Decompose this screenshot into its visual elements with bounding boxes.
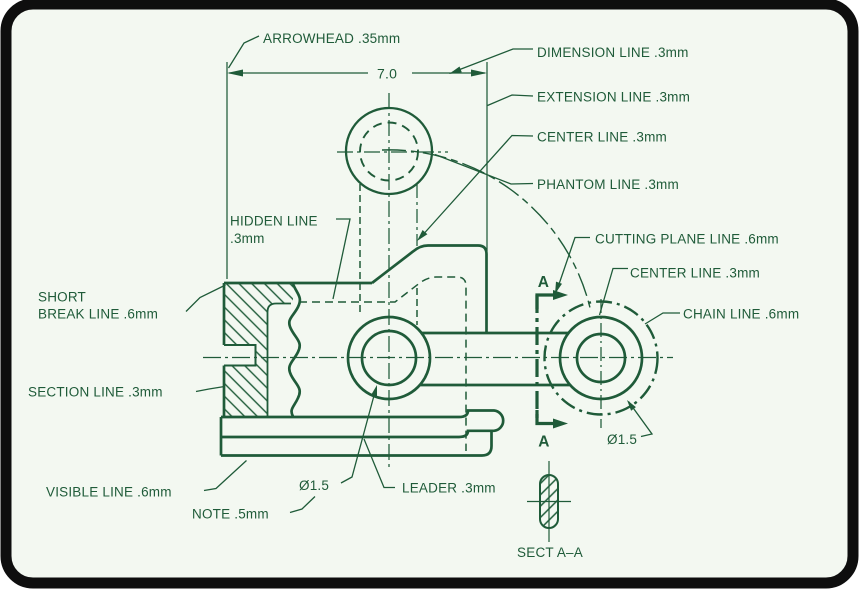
body-diagonal-and-raised-boss <box>371 244 488 333</box>
leader-leader-label <box>363 438 395 489</box>
top-boss-hidden-circle <box>359 121 419 182</box>
label-hidden-line-size: .3mm <box>230 231 265 246</box>
cutting-plane-label-a-bottom: A <box>538 434 549 451</box>
leader-chain-label <box>644 312 680 325</box>
label-center-line-right: CENTER LINE .3mm <box>630 266 760 281</box>
pivot-hole-circle <box>360 329 418 387</box>
leader-note-label <box>289 496 316 514</box>
top-boss-circle <box>344 106 434 196</box>
dimension-arrowhead-right <box>471 69 487 77</box>
label-center-line-top: CENTER LINE .3mm <box>537 130 667 145</box>
leader-visible-label <box>203 460 247 492</box>
cutting-plane-label-a-top: A <box>538 274 549 291</box>
label-short-break-1: SHORT <box>38 290 86 305</box>
leader-diameter-left <box>340 389 377 484</box>
chain-line-circle <box>543 300 659 416</box>
leader-diameter-left-arrow <box>371 385 377 397</box>
leader-diameter-right <box>627 401 654 438</box>
label-leader: LEADER .3mm <box>402 481 496 496</box>
slot-outline <box>224 344 257 367</box>
base-plate-upper-outline <box>221 409 505 439</box>
leader-dimension-arrow <box>449 66 462 74</box>
base-plate-bottom-outline <box>221 432 493 457</box>
leader-section-label <box>195 385 225 393</box>
leader-dimension-label <box>451 48 533 74</box>
leader-arrowhead-label <box>227 35 260 69</box>
note-diameter-left: Ø1.5 <box>299 478 329 493</box>
label-dimension-line: DIMENSION LINE .3mm <box>537 45 689 60</box>
dimension-arrowhead-left <box>227 69 243 77</box>
leader-hidden-label <box>332 218 351 300</box>
pivot-boss-outer-circle <box>346 315 432 401</box>
label-note: NOTE .5mm <box>192 507 269 522</box>
phantom-line-arc <box>381 149 592 313</box>
leader-center-top-label <box>419 134 534 239</box>
leader-phantom-label <box>434 153 534 185</box>
label-hidden-line: HIDDEN LINE <box>230 214 318 229</box>
cutting-plane-arrow-top <box>553 290 568 300</box>
hidden-feature-outline <box>299 276 467 451</box>
label-short-break-2: BREAK LINE .6mm <box>38 307 158 322</box>
section-view-title: SECT A–A <box>517 545 583 560</box>
leader-center-right-label <box>598 267 628 316</box>
label-chain-line: CHAIN LINE .6mm <box>683 307 799 322</box>
label-extension-line: EXTENSION LINE .3mm <box>537 90 690 105</box>
label-section-line: SECTION LINE .3mm <box>28 385 163 400</box>
short-break-wavy-line <box>287 283 302 418</box>
section-hatch-area <box>224 283 293 417</box>
dimension-value: 7.0 <box>377 66 397 82</box>
leader-extension-label <box>487 94 534 107</box>
inner-profile-line <box>266 302 291 417</box>
leader-cutting-plane-arrow <box>555 281 562 294</box>
cutting-plane-jog-bottom <box>535 410 556 426</box>
leader-diameter-right-arrow <box>627 400 636 411</box>
right-boss-outer-circle <box>558 315 644 401</box>
cutting-plane-jog-top <box>535 293 556 309</box>
leader-cutting-plane-label <box>556 236 590 291</box>
label-arrowhead: ARROWHEAD .35mm <box>263 31 400 46</box>
label-cutting-plane-line: CUTTING PLANE LINE .6mm <box>595 232 779 247</box>
leader-short-break-label <box>185 284 226 312</box>
label-visible-line: VISIBLE LINE .6mm <box>46 485 172 500</box>
label-phantom-line: PHANTOM LINE .3mm <box>537 177 679 192</box>
cutting-plane-arrow-bottom <box>553 418 568 429</box>
note-diameter-right: Ø1.5 <box>607 432 637 447</box>
right-hole-circle <box>575 332 627 384</box>
leader-center-top-arrow <box>417 230 428 241</box>
